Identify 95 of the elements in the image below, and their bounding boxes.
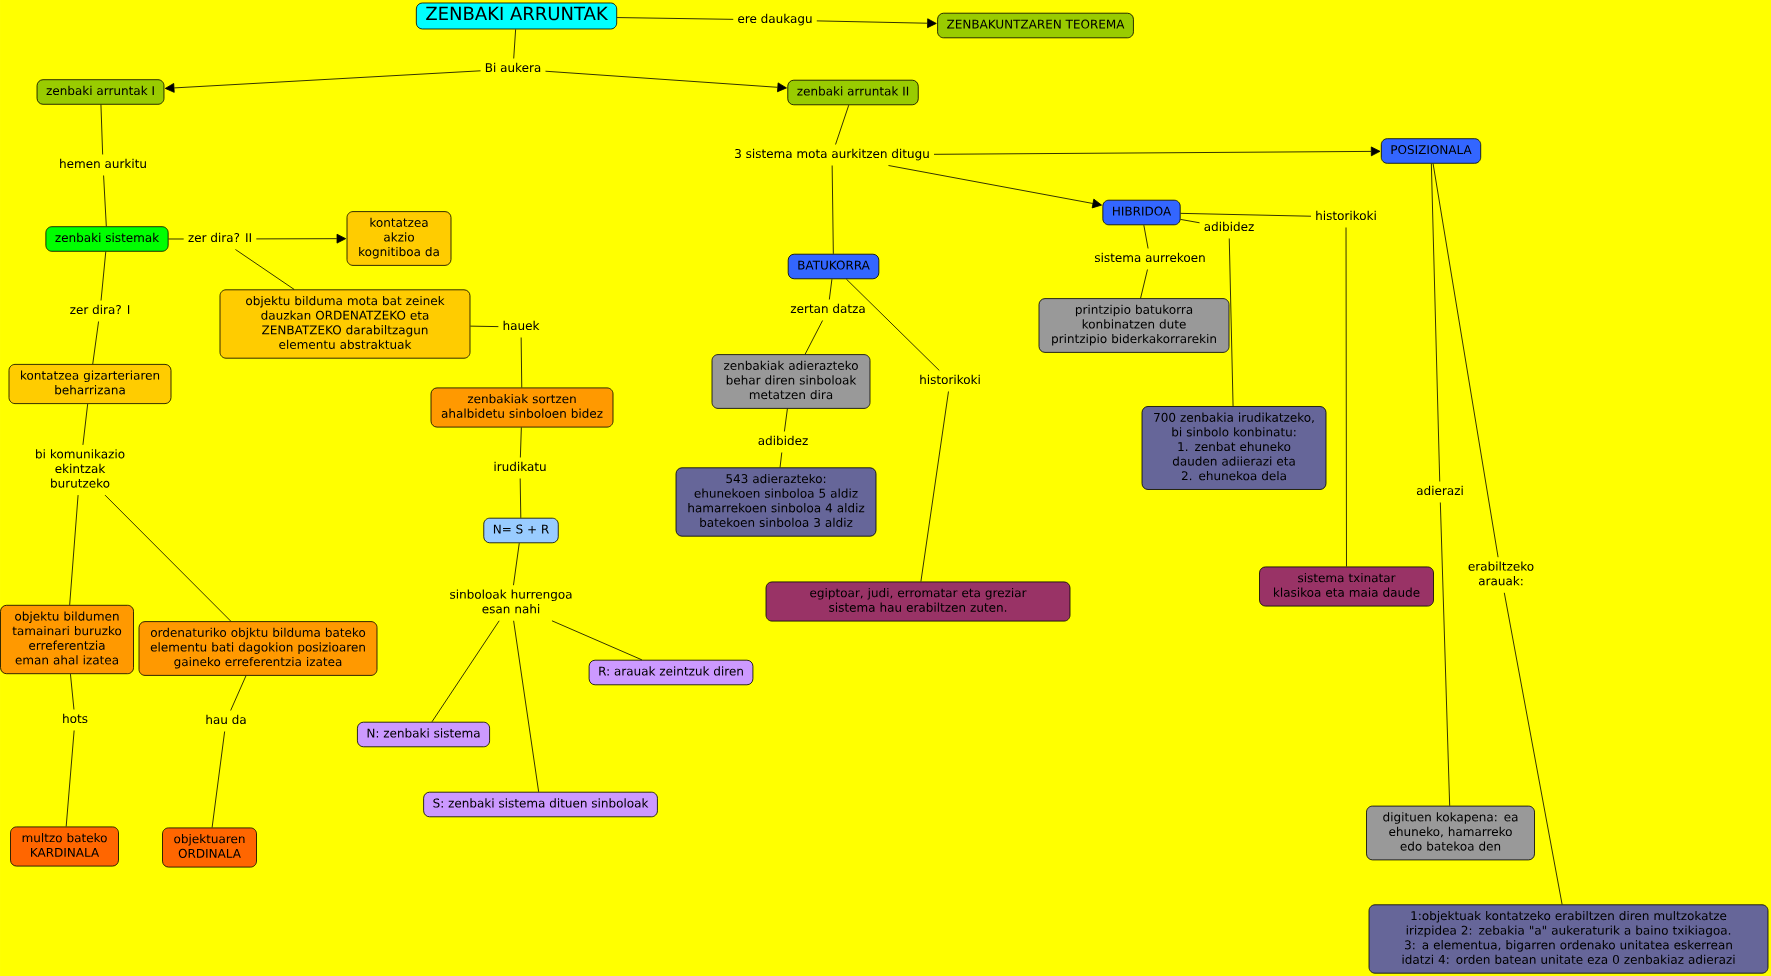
linking-phrase: zertan datza <box>790 303 865 314</box>
connector-line <box>103 175 107 227</box>
concept-box: ordenaturiko objktu bilduma bateko elementu bati dagokion posizioaren gaineko erreferentzia izatea <box>138 621 378 676</box>
concept-box: sistema txinatar klasikoa eta maia daude <box>1259 566 1434 607</box>
concept-box: zenbakiak adierazteko behar diren sinboloak metatzen dira <box>711 354 871 409</box>
concept-box: kontatzea gizarteriaren beharrizana <box>8 364 172 404</box>
concept-box: 1:objektuak kontatzeko erabiltzen diren multzokatze irizpidea 2: zebakia "a" aukeraturik a baino txikiagoa. 3: a elementua, bigarren ordenako unitatea eskerrean idatzi 4: orden batean unitate eza 0 zenbakiaz adierazi <box>1368 904 1769 974</box>
linking-phrase: bi komunikazio ekintzak burutzeko <box>36 449 125 488</box>
connector-line <box>519 478 522 519</box>
linking-phrase: historikoki <box>1316 210 1376 221</box>
concept-box: zenbakiak sortzen ahalbidetu sinboloen bidez <box>430 387 614 428</box>
connector-line <box>65 730 75 827</box>
concept-box: zenbaki arruntak I <box>36 79 165 105</box>
connector-line <box>235 249 295 290</box>
linking-phrase: adibidez <box>758 435 808 446</box>
connector-line <box>520 337 523 388</box>
connector-line <box>784 408 788 432</box>
connector-line <box>1345 227 1347 567</box>
concept-box: digituen kokapena: ea ehuneko, hamarreko edo batekoa den <box>1366 805 1535 861</box>
concept-box: 543 adierazteko: ehunekoen sinboloa 5 aldiz hamarrekoen sinboloa 4 aldiz batekoen sinboloa 3 aldiz <box>675 467 877 537</box>
concept-box: objektuaren ORDINALA <box>162 827 257 868</box>
arrow <box>888 165 1102 209</box>
concept-box: objektu bilduma mota bat zeinek dauzkan ORDENATZEKO eta ZENBATZEKO darabiltzagun elementu abstraktuak <box>219 289 471 359</box>
connector-line <box>828 278 833 300</box>
connector-line <box>513 620 540 793</box>
connector-line <box>616 17 734 20</box>
concept-box: ZENBAKUNTZAREN TEOREMA <box>937 12 1134 39</box>
connector-line <box>835 104 850 145</box>
linking-phrase: hau da <box>206 714 246 725</box>
concept-box: BATUKORRA <box>787 253 880 280</box>
connector-line <box>1180 219 1200 224</box>
connector-line <box>82 403 89 446</box>
connector-line <box>1439 502 1451 807</box>
connector-line <box>1503 592 1563 905</box>
connector-line <box>1430 163 1441 482</box>
connector-line <box>92 321 99 365</box>
concept-box: printzipio batukorra konbinatzen dute printzipio biderkakorrarekin <box>1038 298 1230 353</box>
connector-line <box>211 731 226 828</box>
connector-line <box>920 391 949 582</box>
connector-line <box>1140 269 1148 299</box>
concept-box: 700 zenbakia irudikatzeko, bi sinbolo konbinatu: 1. zenbat ehuneko dauden adiierazi eta 2. ehunekoa dela <box>1141 406 1327 490</box>
linking-phrase: irudikatu <box>494 461 546 472</box>
concept-box: ZENBAKI ARRUNTAK <box>415 2 618 30</box>
concept-box: multzo bateko KARDINALA <box>10 826 119 867</box>
linking-phrase: erabiltzeko arauak: <box>1468 561 1534 586</box>
connector-line <box>431 620 500 723</box>
concept-box: zenbaki arruntak II <box>787 79 919 106</box>
connector-line <box>1432 163 1499 558</box>
linking-phrase: ere daukagu <box>738 13 812 26</box>
concept-box: kontatzea akzio kognitiboa da <box>346 211 452 266</box>
concept-box: S: zenbaki sistema dituen sinboloak <box>423 791 658 818</box>
connector-line <box>70 673 75 710</box>
concept-box: N: zenbaki sistema <box>357 721 490 748</box>
connector-line <box>551 620 643 661</box>
concept-box: POSIZIONALA <box>1380 138 1482 164</box>
connector-line <box>1228 238 1234 407</box>
linking-phrase: adibidez <box>1204 221 1254 232</box>
connector-line <box>831 165 834 255</box>
linking-phrase: sistema aurrekoen <box>1094 252 1205 263</box>
connector-line <box>69 494 79 606</box>
arrow <box>255 233 347 244</box>
linking-phrase: zer dira? II <box>188 232 251 243</box>
arrow <box>545 70 787 93</box>
linking-phrase: hauek <box>503 320 540 331</box>
connector-line <box>1143 224 1149 249</box>
linking-phrase: sinboloak hurrengoa esan nahi <box>450 589 572 614</box>
connector-line <box>104 494 232 622</box>
arrow <box>164 70 481 93</box>
connector-line <box>470 325 499 327</box>
concept-box: objektu bildumen tamainari buruzko erreferentzia eman ahal izatea <box>0 604 134 675</box>
linking-phrase: 3 sistema mota aurkitzen ditugu <box>735 148 929 161</box>
connector-line <box>846 278 940 371</box>
linking-phrase: adierazi <box>1416 485 1463 496</box>
concept-box: HIBRIDOA <box>1102 199 1181 226</box>
arrow <box>933 146 1381 157</box>
connector-line <box>513 542 520 586</box>
linking-phrase: hots <box>63 713 88 724</box>
connector-line <box>1180 212 1312 217</box>
connector-line <box>100 104 104 155</box>
concept-box: egiptoar, judi, erromatar eta greziar sistema hau erabiltzen zuten. <box>765 581 1071 622</box>
connector-line <box>230 675 247 711</box>
concept-box: N= S + R <box>483 517 559 544</box>
connector-line <box>100 251 107 301</box>
arrow <box>816 18 937 29</box>
connector-line <box>519 427 522 458</box>
linking-phrase: zer dira? I <box>70 304 130 315</box>
connector-line <box>779 452 783 468</box>
concept-box: R: arauak zeintzuk diren <box>588 659 754 686</box>
linking-phrase: hemen aurkitu <box>60 158 146 169</box>
linking-phrase: historikoki <box>920 374 980 385</box>
linking-phrase: Bi aukera <box>485 62 541 73</box>
connector-line <box>168 238 185 240</box>
concept-box: zenbaki sistemak <box>45 226 169 252</box>
connector-line <box>804 320 823 355</box>
connector-line <box>513 29 517 59</box>
